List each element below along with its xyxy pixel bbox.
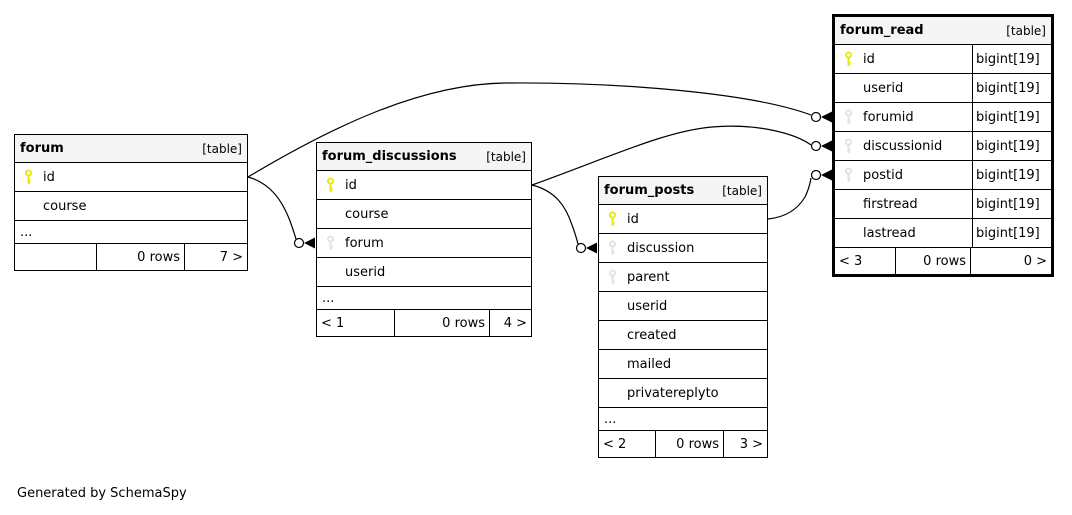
column-name: forumid <box>863 109 914 125</box>
table-forum-discussions[interactable]: forum_discussions [table] id course foru… <box>316 142 532 337</box>
column-name: id <box>345 177 357 193</box>
relationship-edge <box>247 176 315 249</box>
table-footer: 0 rows 7 > <box>15 244 247 270</box>
column-row: mailed <box>599 350 767 379</box>
column-name: course <box>43 198 87 214</box>
table-forum-read[interactable]: forum_read [table] id bigint[19] userid … <box>832 14 1054 277</box>
relationship-edge <box>531 184 597 254</box>
table-name[interactable]: forum_discussions <box>322 149 457 164</box>
table-tag: [table] <box>202 141 242 156</box>
column-name: userid <box>345 264 386 280</box>
footer-row-count: 0 rows <box>895 248 970 274</box>
column-name: lastread <box>863 225 916 241</box>
column-type: bigint[19] <box>972 45 1051 73</box>
column-type: bigint[19] <box>972 219 1051 247</box>
column-row: parent <box>599 263 767 292</box>
column-row: userid <box>317 258 531 287</box>
foreign-key-icon <box>599 269 627 285</box>
column-type: bigint[19] <box>972 132 1051 160</box>
column-row: id <box>15 163 247 192</box>
relationship-edge <box>767 169 832 220</box>
column-row: privatereplyto <box>599 379 767 408</box>
column-type: bigint[19] <box>972 74 1051 102</box>
column-row: forum <box>317 229 531 258</box>
column-row: created <box>599 321 767 350</box>
column-row: discussionid bigint[19] <box>835 132 1051 161</box>
table-header: forum_read [table] <box>835 17 1051 45</box>
column-type: bigint[19] <box>972 190 1051 218</box>
column-row: course <box>15 192 247 221</box>
table-header: forum_posts [table] <box>599 177 767 205</box>
relationship-edge <box>531 125 832 186</box>
table-footer: < 2 0 rows 3 > <box>599 431 767 457</box>
table-forum[interactable]: forum [table] id course ... 0 rows 7 > <box>14 134 248 271</box>
column-name: userid <box>863 80 904 96</box>
column-name: userid <box>627 298 668 314</box>
column-row: lastread bigint[19] <box>835 219 1051 248</box>
column-name: id <box>863 51 875 67</box>
table-tag: [table] <box>722 183 762 198</box>
table-footer: < 1 0 rows 4 > <box>317 310 531 336</box>
column-name: id <box>43 169 55 185</box>
column-name: forum <box>345 235 384 251</box>
table-footer: < 3 0 rows 0 > <box>835 248 1051 274</box>
column-row: id bigint[19] <box>835 45 1051 74</box>
ellipsis-row: ... <box>599 408 767 431</box>
table-name[interactable]: forum_posts <box>604 183 695 198</box>
foreign-key-icon <box>317 235 345 251</box>
column-row: course <box>317 200 531 229</box>
footer-next: 7 > <box>184 244 247 270</box>
foreign-key-icon <box>835 138 863 154</box>
column-row: postid bigint[19] <box>835 161 1051 190</box>
relationship-edge <box>247 82 832 178</box>
footer-prev: < 1 <box>321 315 345 331</box>
footer-row-count: 0 rows <box>96 244 184 270</box>
footer-next: 0 > <box>970 248 1051 274</box>
footer-next: 3 > <box>723 431 767 457</box>
column-name: parent <box>627 269 670 285</box>
column-name: firstread <box>863 196 918 212</box>
table-header: forum_discussions [table] <box>317 143 531 171</box>
column-type: bigint[19] <box>972 103 1051 131</box>
column-row: firstread bigint[19] <box>835 190 1051 219</box>
generated-by-note: Generated by SchemaSpy <box>17 486 187 501</box>
primary-key-icon <box>15 169 43 185</box>
footer-prev <box>15 244 96 270</box>
column-name: privatereplyto <box>627 385 719 401</box>
foreign-key-icon <box>835 167 863 183</box>
table-name[interactable]: forum <box>20 141 64 156</box>
footer-prev: < 2 <box>603 436 627 452</box>
table-header: forum [table] <box>15 135 247 163</box>
footer-row-count: 0 rows <box>394 310 489 336</box>
column-row: userid <box>599 292 767 321</box>
column-name: postid <box>863 167 903 183</box>
foreign-key-icon <box>599 240 627 256</box>
footer-row-count: 0 rows <box>655 431 723 457</box>
column-name: id <box>627 211 639 227</box>
primary-key-icon <box>835 51 863 67</box>
column-name: discussion <box>627 240 695 256</box>
primary-key-icon <box>317 177 345 193</box>
table-forum-posts[interactable]: forum_posts [table] id discussion parent… <box>598 176 768 458</box>
column-type: bigint[19] <box>972 161 1051 189</box>
column-row: userid bigint[19] <box>835 74 1051 103</box>
column-row: id <box>317 171 531 200</box>
column-row: forumid bigint[19] <box>835 103 1051 132</box>
ellipsis-row: ... <box>15 221 247 244</box>
column-row: discussion <box>599 234 767 263</box>
footer-next: 4 > <box>489 310 531 336</box>
table-tag: [table] <box>1006 23 1046 38</box>
footer-prev: < 3 <box>839 253 863 269</box>
table-name[interactable]: forum_read <box>840 23 924 38</box>
column-name: created <box>627 327 677 343</box>
column-name: mailed <box>627 356 672 372</box>
foreign-key-icon <box>835 109 863 125</box>
ellipsis-row: ... <box>317 287 531 310</box>
table-tag: [table] <box>486 149 526 164</box>
column-name: discussionid <box>863 138 943 154</box>
primary-key-icon <box>599 211 627 227</box>
column-row: id <box>599 205 767 234</box>
column-name: course <box>345 206 389 222</box>
